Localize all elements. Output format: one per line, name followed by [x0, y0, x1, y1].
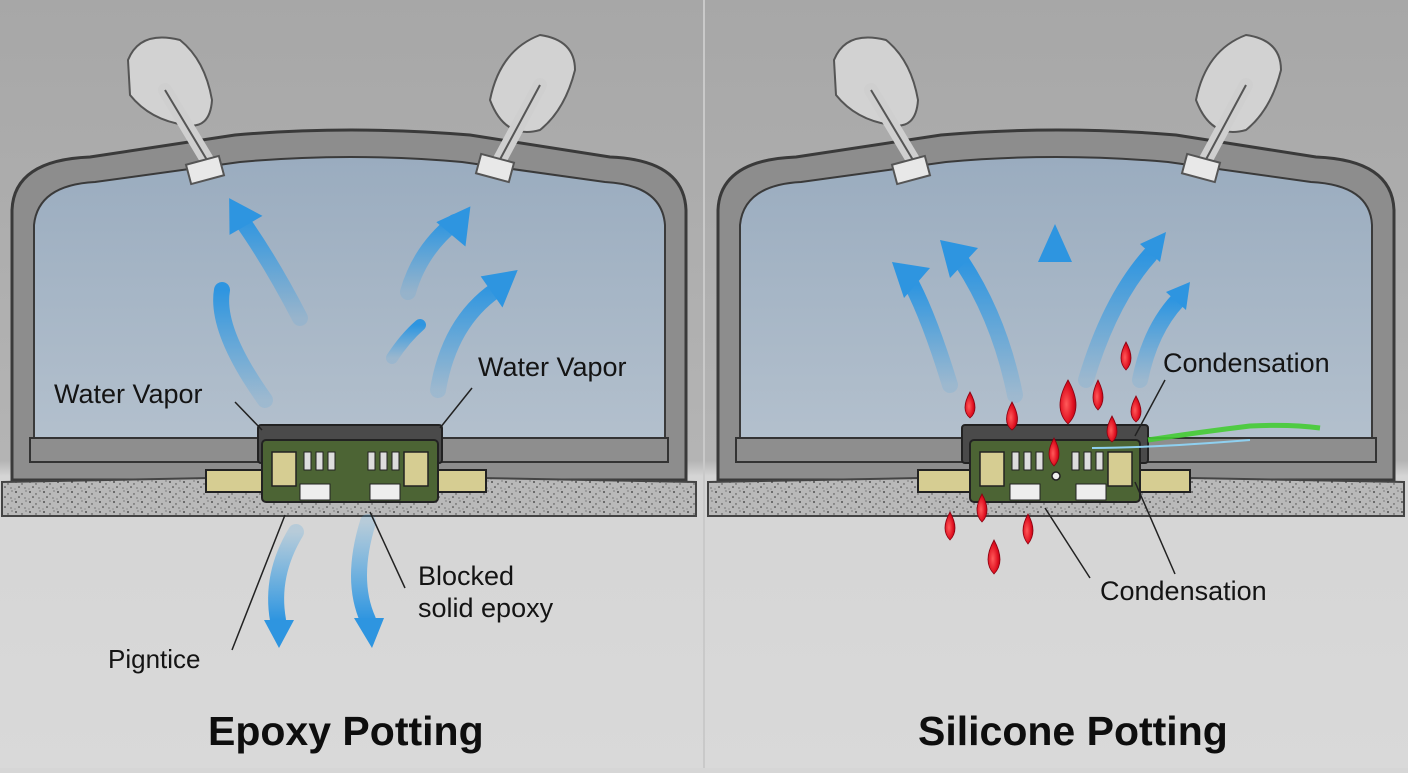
upward-vapor-arrow-icon — [213, 198, 518, 408]
downward-vapor-arrow-icon — [264, 514, 384, 648]
label-bottom-note: Pigntice — [108, 644, 201, 674]
mounting-bracket-icon — [1180, 33, 1283, 184]
potted-module — [205, 424, 487, 503]
mounting-bracket-icon — [474, 33, 577, 184]
label-water-vapor-left: Water Vapor — [54, 379, 203, 409]
enclosure-fill-medium — [33, 156, 666, 441]
label-condensation-bottom: Condensation — [1100, 576, 1267, 606]
label-water-vapor-right: Water Vapor — [478, 352, 627, 382]
leak-trace-thin — [1091, 439, 1251, 449]
callout-lines — [1044, 379, 1176, 579]
water-droplet-icon — [944, 341, 1142, 575]
panel-title-left: Epoxy Potting — [208, 708, 484, 754]
label-condensation-top: Condensation — [1163, 348, 1330, 378]
callout-lines — [231, 387, 473, 651]
mounting-bracket-icon — [126, 36, 226, 186]
mounting-bracket-icon — [832, 36, 932, 186]
leak-trace — [1147, 422, 1321, 443]
label-blocked-solid-epoxy: Blocked solid epoxy — [418, 561, 554, 623]
right-panel-graphic — [707, 33, 1405, 579]
potted-module — [917, 424, 1191, 503]
left-panel-graphic — [1, 33, 697, 651]
panel-title-right: Silicone Potting — [918, 708, 1228, 754]
upward-vapor-arrow-icon — [892, 224, 1190, 403]
